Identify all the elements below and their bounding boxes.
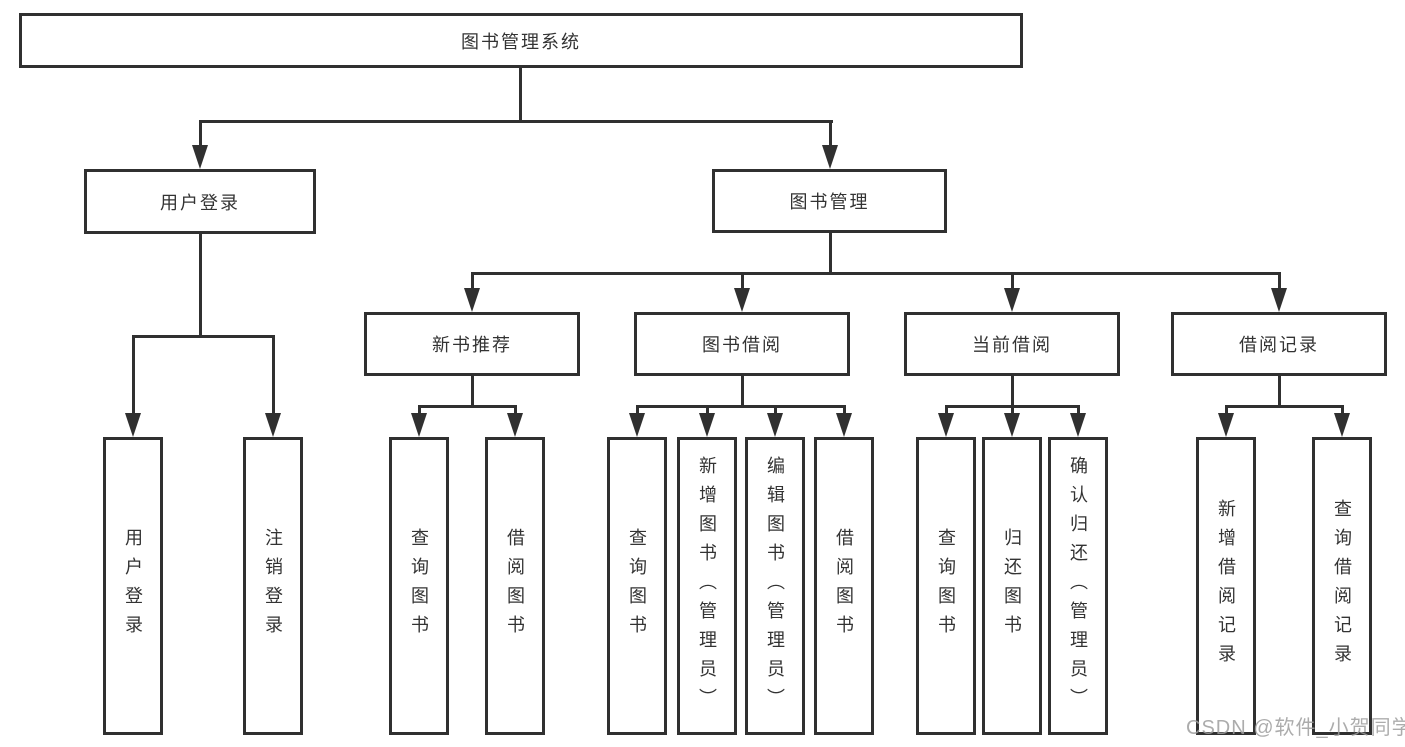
connector-drop bbox=[1011, 405, 1014, 415]
connector-book-borrow-stem bbox=[741, 374, 744, 407]
connector-drop bbox=[636, 405, 639, 415]
arrowhead-leaf bbox=[938, 413, 954, 437]
arrowhead-leaf bbox=[767, 413, 783, 437]
connector-drop bbox=[843, 405, 846, 415]
node-root: 图书管理系统 bbox=[19, 13, 1023, 68]
leaf-query-borrow-record: 查询借阅记录 bbox=[1312, 437, 1372, 735]
connector-drop-borrow-records bbox=[1278, 272, 1281, 290]
arrowhead-leaf bbox=[699, 413, 715, 437]
arrowhead-leaf-logout bbox=[265, 413, 281, 437]
arrowhead-leaf bbox=[507, 413, 523, 437]
connector-drop-leaf-login bbox=[132, 335, 135, 415]
arrowhead-leaf bbox=[1334, 413, 1350, 437]
connector-book-mgmt-stem bbox=[829, 231, 832, 274]
node-borrow-records: 借阅记录 bbox=[1171, 312, 1387, 376]
connector-borrow-records-stem bbox=[1278, 374, 1281, 407]
leaf-return-book: 归还图书 bbox=[982, 437, 1042, 735]
leaf-add-book-admin: 新增图书（管理员） bbox=[677, 437, 737, 735]
leaf-confirm-return-admin: 确认归还（管理员） bbox=[1048, 437, 1108, 735]
node-new-books: 新书推荐 bbox=[364, 312, 580, 376]
connector-drop-current-borrow bbox=[1011, 272, 1014, 290]
connector-root-stem bbox=[519, 66, 522, 122]
leaf-query-books-3: 查询图书 bbox=[916, 437, 976, 735]
node-user-login: 用户登录 bbox=[84, 169, 316, 234]
connector-drop-new-books bbox=[471, 272, 474, 290]
connector-book-mgmt-bar bbox=[471, 272, 1281, 275]
connector-drop-user-login bbox=[199, 120, 202, 147]
connector-root-bar bbox=[199, 120, 833, 123]
arrowhead-book-borrow bbox=[734, 288, 750, 312]
arrowhead-borrow-records bbox=[1271, 288, 1287, 312]
connector-drop bbox=[1077, 405, 1080, 415]
leaf-query-books-2: 查询图书 bbox=[607, 437, 667, 735]
arrowhead-leaf bbox=[836, 413, 852, 437]
connector-drop-leaf-logout bbox=[272, 335, 275, 415]
connector-user-login-stem bbox=[199, 232, 202, 337]
node-book-mgmt: 图书管理 bbox=[712, 169, 947, 233]
connector-borrow-records-bar bbox=[1225, 405, 1344, 408]
arrowhead-leaf bbox=[629, 413, 645, 437]
connector-drop-book-mgmt bbox=[829, 120, 832, 147]
arrowhead-leaf bbox=[1070, 413, 1086, 437]
leaf-logout: 注销登录 bbox=[243, 437, 303, 735]
arrowhead-leaf bbox=[1004, 413, 1020, 437]
connector-drop bbox=[774, 405, 777, 415]
connector-current-borrow-stem bbox=[1011, 374, 1014, 407]
leaf-borrow-books-2: 借阅图书 bbox=[814, 437, 874, 735]
connector-drop bbox=[945, 405, 948, 415]
connector-drop bbox=[514, 405, 517, 415]
arrowhead-book-mgmt bbox=[822, 145, 838, 169]
connector-drop bbox=[418, 405, 421, 415]
arrowhead-leaf-login bbox=[125, 413, 141, 437]
leaf-add-borrow-record: 新增借阅记录 bbox=[1196, 437, 1256, 735]
node-book-borrow: 图书借阅 bbox=[634, 312, 850, 376]
connector-drop bbox=[706, 405, 709, 415]
arrowhead-new-books bbox=[464, 288, 480, 312]
connector-book-borrow-bar bbox=[636, 405, 846, 408]
leaf-query-books-1: 查询图书 bbox=[389, 437, 449, 735]
arrowhead-leaf bbox=[1218, 413, 1234, 437]
arrowhead-current-borrow bbox=[1004, 288, 1020, 312]
arrowhead-user-login bbox=[192, 145, 208, 169]
node-current-borrow: 当前借阅 bbox=[904, 312, 1120, 376]
leaf-edit-book-admin: 编辑图书（管理员） bbox=[745, 437, 805, 735]
connector-drop bbox=[1225, 405, 1228, 415]
connector-drop-book-borrow bbox=[741, 272, 744, 290]
connector-new-books-bar bbox=[418, 405, 517, 408]
csdn-watermark: CSDN @软件_小贺同学 bbox=[1186, 717, 1405, 739]
connector-user-login-bar bbox=[132, 335, 275, 338]
connector-new-books-stem bbox=[471, 374, 474, 407]
leaf-user-login: 用户登录 bbox=[103, 437, 163, 735]
arrowhead-leaf bbox=[411, 413, 427, 437]
connector-drop bbox=[1341, 405, 1344, 415]
leaf-borrow-books-1: 借阅图书 bbox=[485, 437, 545, 735]
